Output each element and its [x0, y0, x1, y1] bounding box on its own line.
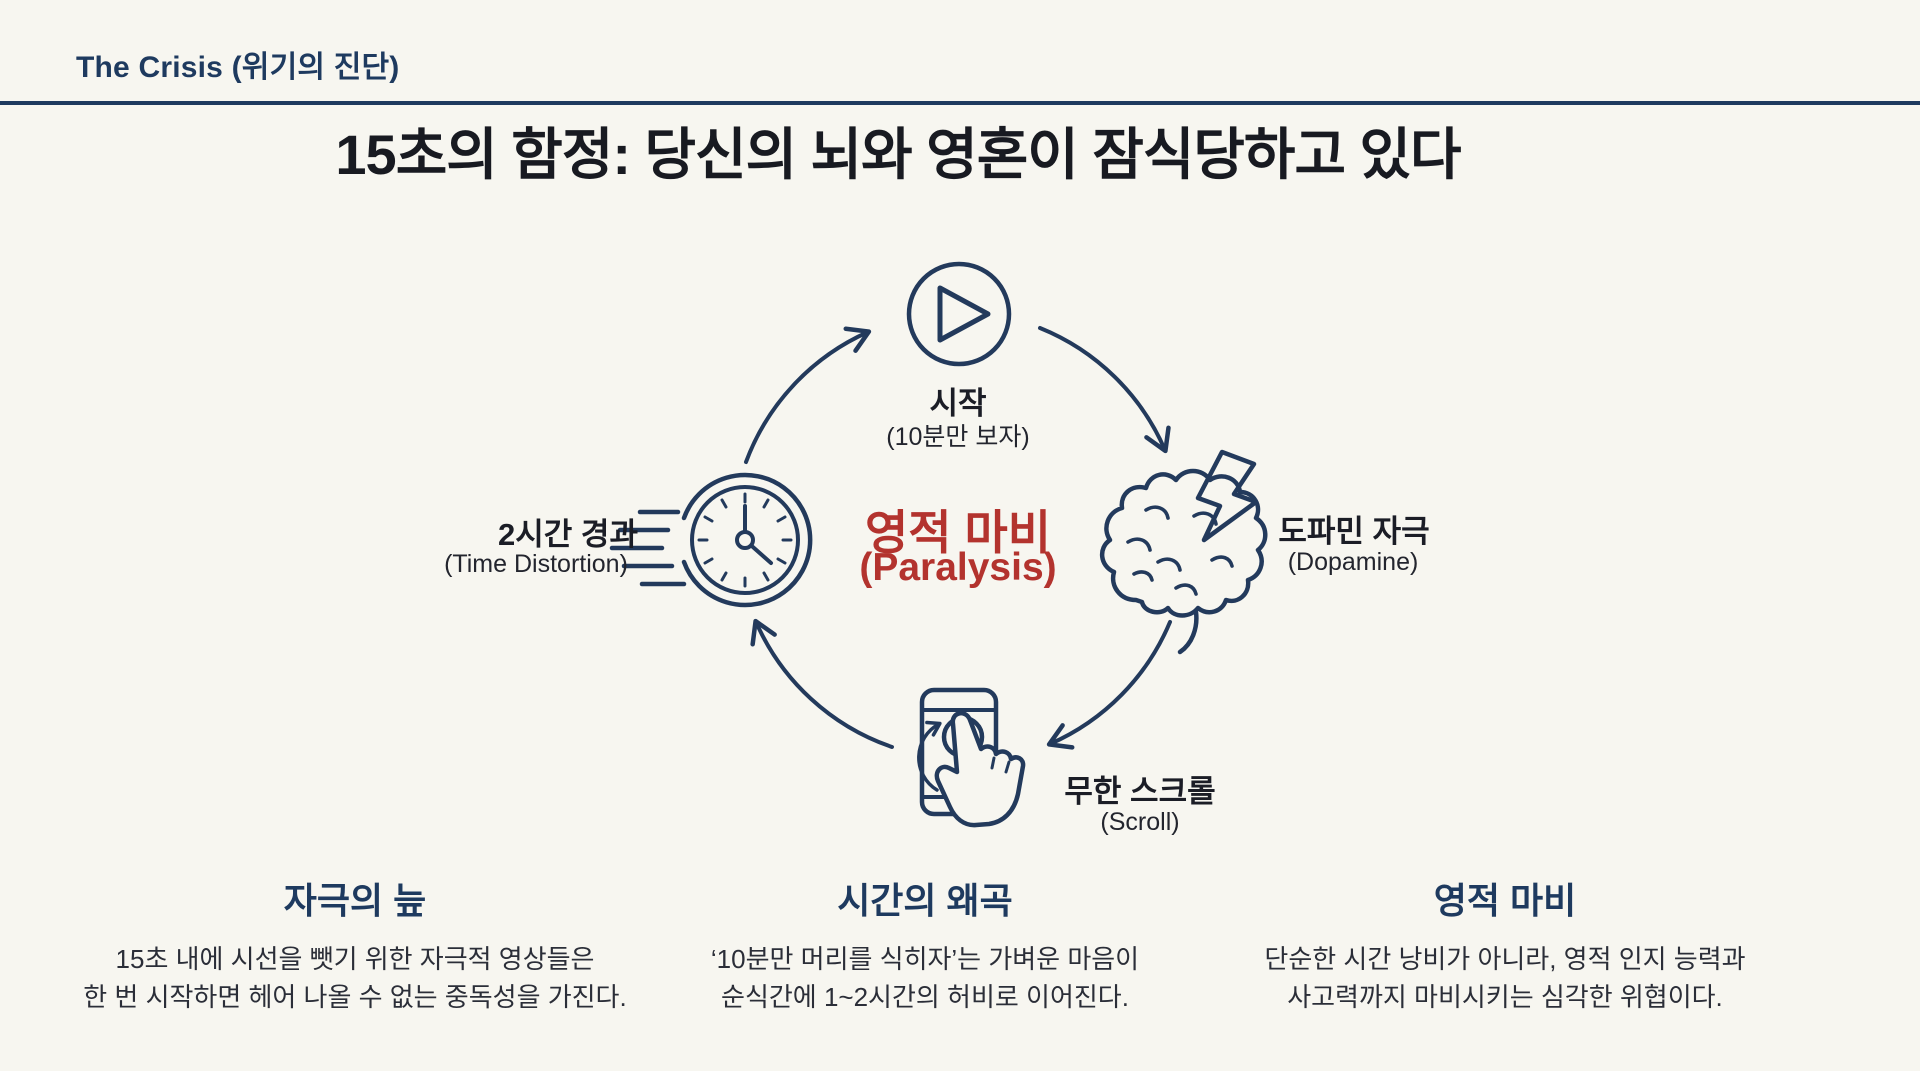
column-body-line: 사고력까지 마비시키는 심각한 위협이다.: [1287, 982, 1723, 1012]
clock-speed-icon: [609, 472, 813, 608]
header-divider: [0, 101, 1920, 105]
arrow-clock-to-play: [744, 326, 872, 464]
column-title: 영적 마비: [1433, 880, 1577, 921]
arrow-play-to-brain: [1038, 326, 1171, 454]
column-spiritual-paralysis: 영적 마비 단순한 시간 낭비가 아니라, 영적 인지 능력과 사고력까지 마비…: [1205, 872, 1805, 1016]
node-time-label: 2시간 경과: [498, 517, 638, 552]
node-time-sublabel: (Time Distortion): [444, 550, 628, 578]
node-start-sublabel: (10분만 보자): [886, 423, 1030, 451]
arrow-brain-to-phone: [1046, 620, 1172, 750]
play-icon: [906, 261, 1012, 367]
cycle-arrows: [744, 326, 1172, 750]
column-body-line: 단순한 시간 낭비가 아니라, 영적 인지 능력과: [1264, 944, 1746, 974]
brain-lightning-icon: [1100, 449, 1268, 655]
column-stimulus-swamp: 자극의 늪 15초 내에 시선을 뺏기 위한 자극적 영상들은 한 번 시작하면…: [55, 872, 655, 1016]
scroll-gesture-arrow: [917, 720, 942, 792]
slide-title: 15초의 함정: 당신의 뇌와 영혼이 잠식당하고 있다: [335, 123, 1461, 186]
column-time-distortion: 시간의 왜곡 ‘10분만 머리를 식히자’는 가벼운 마음이 순식간에 1~2시…: [625, 872, 1225, 1016]
column-body-line: 15초 내에 시선을 뺏기 위한 자극적 영상들은: [115, 944, 595, 974]
column-body-line: ‘10분만 머리를 식히자’는 가벼운 마음이: [710, 944, 1140, 974]
lightning-bolt: [1195, 449, 1259, 543]
arrow-phone-to-clock: [750, 618, 894, 749]
slide-kicker: The Crisis (위기의 진단): [76, 51, 400, 84]
column-title: 시간의 왜곡: [837, 880, 1013, 921]
cycle-center-subtitle: (Paralysis): [859, 546, 1057, 589]
column-body-line: 한 번 시작하면 헤어 나올 수 없는 중독성을 가진다.: [83, 982, 627, 1012]
pointing-hand: [934, 711, 1026, 828]
node-dopamine-sublabel: (Dopamine): [1287, 548, 1419, 576]
node-start-label: 시작: [929, 386, 987, 421]
node-scroll-sublabel: (Scroll): [1100, 808, 1180, 836]
cycle-center-title: 영적 마비: [864, 506, 1052, 559]
column-title: 자극의 늪: [283, 880, 427, 921]
column-body-line: 순식간에 1~2시간의 허비로 이어진다.: [721, 982, 1129, 1012]
node-scroll-label: 무한 스크롤: [1064, 774, 1216, 809]
speed-lines: [609, 509, 687, 587]
node-dopamine-label: 도파민 자극: [1278, 514, 1430, 549]
phone-scroll-icon: [917, 687, 1026, 828]
